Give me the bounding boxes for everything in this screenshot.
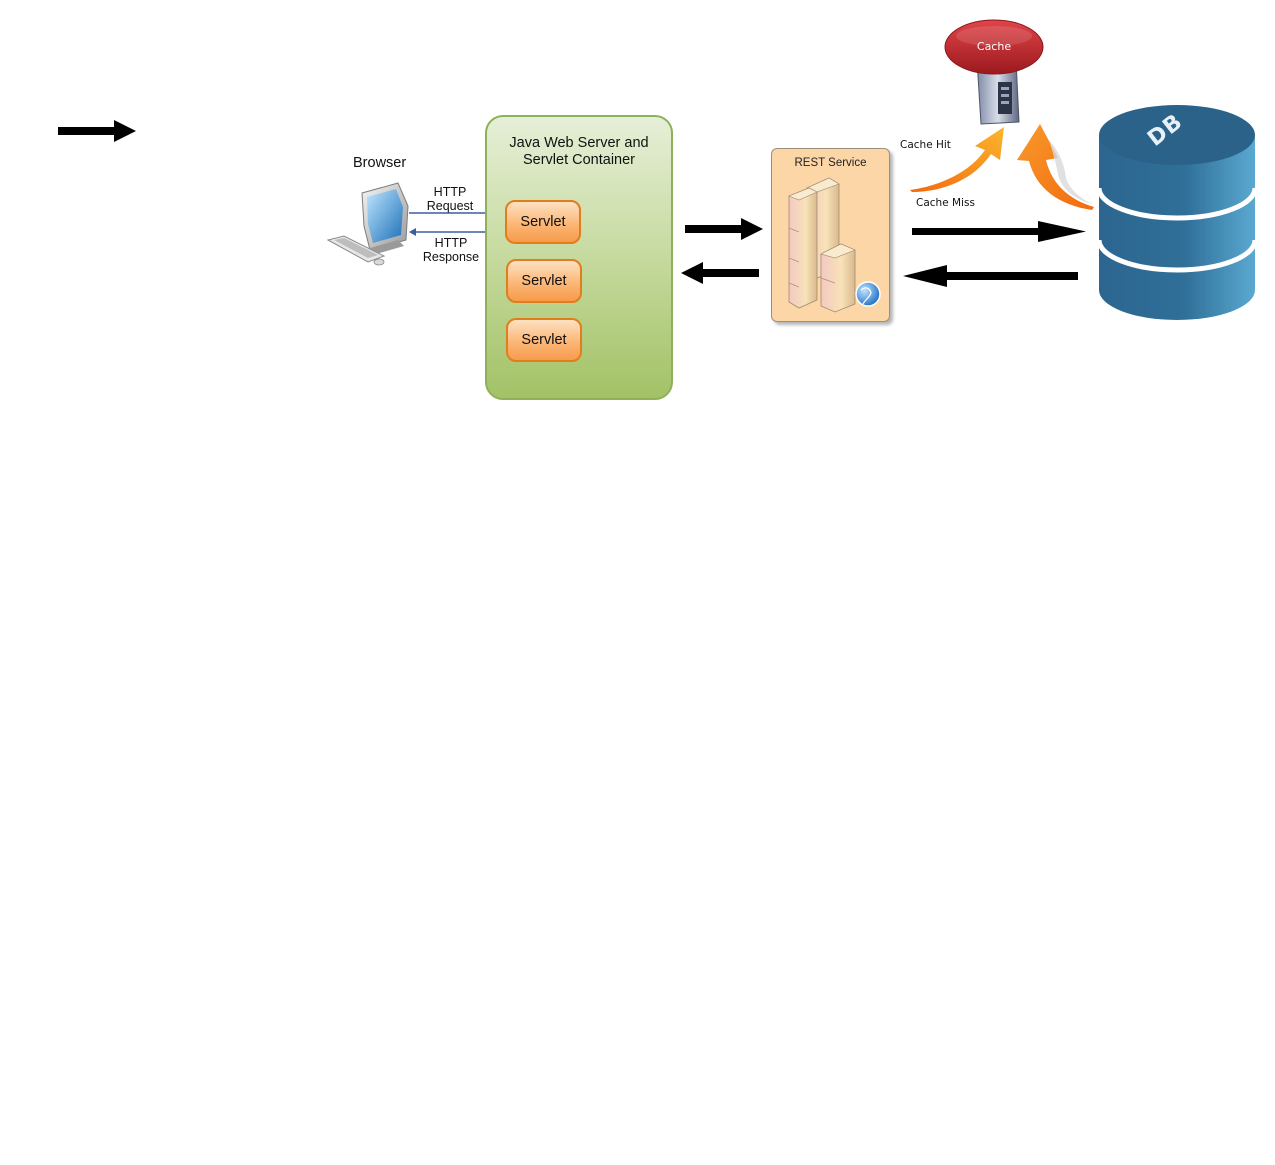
servlet-2: Servlet bbox=[506, 259, 582, 303]
globe-icon bbox=[855, 281, 881, 307]
computer-icon bbox=[326, 182, 409, 266]
rest-service-title: REST Service bbox=[794, 157, 867, 169]
browser-label: Browser bbox=[353, 155, 407, 171]
web-server-title: Java Web Server and Servlet Container bbox=[487, 135, 671, 169]
http-response-label: HTTP Response bbox=[420, 236, 482, 264]
cache-node bbox=[944, 19, 1044, 75]
db-to-rest-arrow bbox=[903, 265, 1078, 287]
http-response-line2: Response bbox=[422, 250, 480, 264]
web-server-title-line2: Servlet Container bbox=[522, 152, 636, 168]
cache-hit-label: Cache Hit bbox=[900, 139, 951, 151]
http-request-label: HTTP Request bbox=[422, 185, 478, 213]
cache-miss-arrow bbox=[1017, 124, 1094, 210]
servlet-1: Servlet bbox=[505, 200, 581, 244]
http-request-line1: HTTP bbox=[433, 185, 467, 199]
rest-service-box: REST Service bbox=[771, 148, 890, 322]
http-request-line2: Request bbox=[426, 199, 474, 213]
cache-hit-arrow bbox=[910, 127, 1004, 192]
rest-to-db-arrow bbox=[912, 221, 1086, 242]
server-rack-icon bbox=[788, 177, 881, 313]
container-to-rest-arrow bbox=[685, 218, 763, 240]
cache-miss-label: Cache Miss bbox=[916, 197, 975, 209]
cache-label: Cache bbox=[976, 40, 1012, 53]
database-icon bbox=[1096, 105, 1258, 320]
legend-arrow-icon bbox=[58, 120, 136, 142]
http-response-line1: HTTP bbox=[434, 236, 468, 250]
rest-to-container-arrow bbox=[681, 262, 759, 284]
web-server-title-line1: Java Web Server and bbox=[509, 135, 649, 151]
cache-server-icon bbox=[976, 59, 1020, 125]
servlet-3: Servlet bbox=[506, 318, 582, 362]
